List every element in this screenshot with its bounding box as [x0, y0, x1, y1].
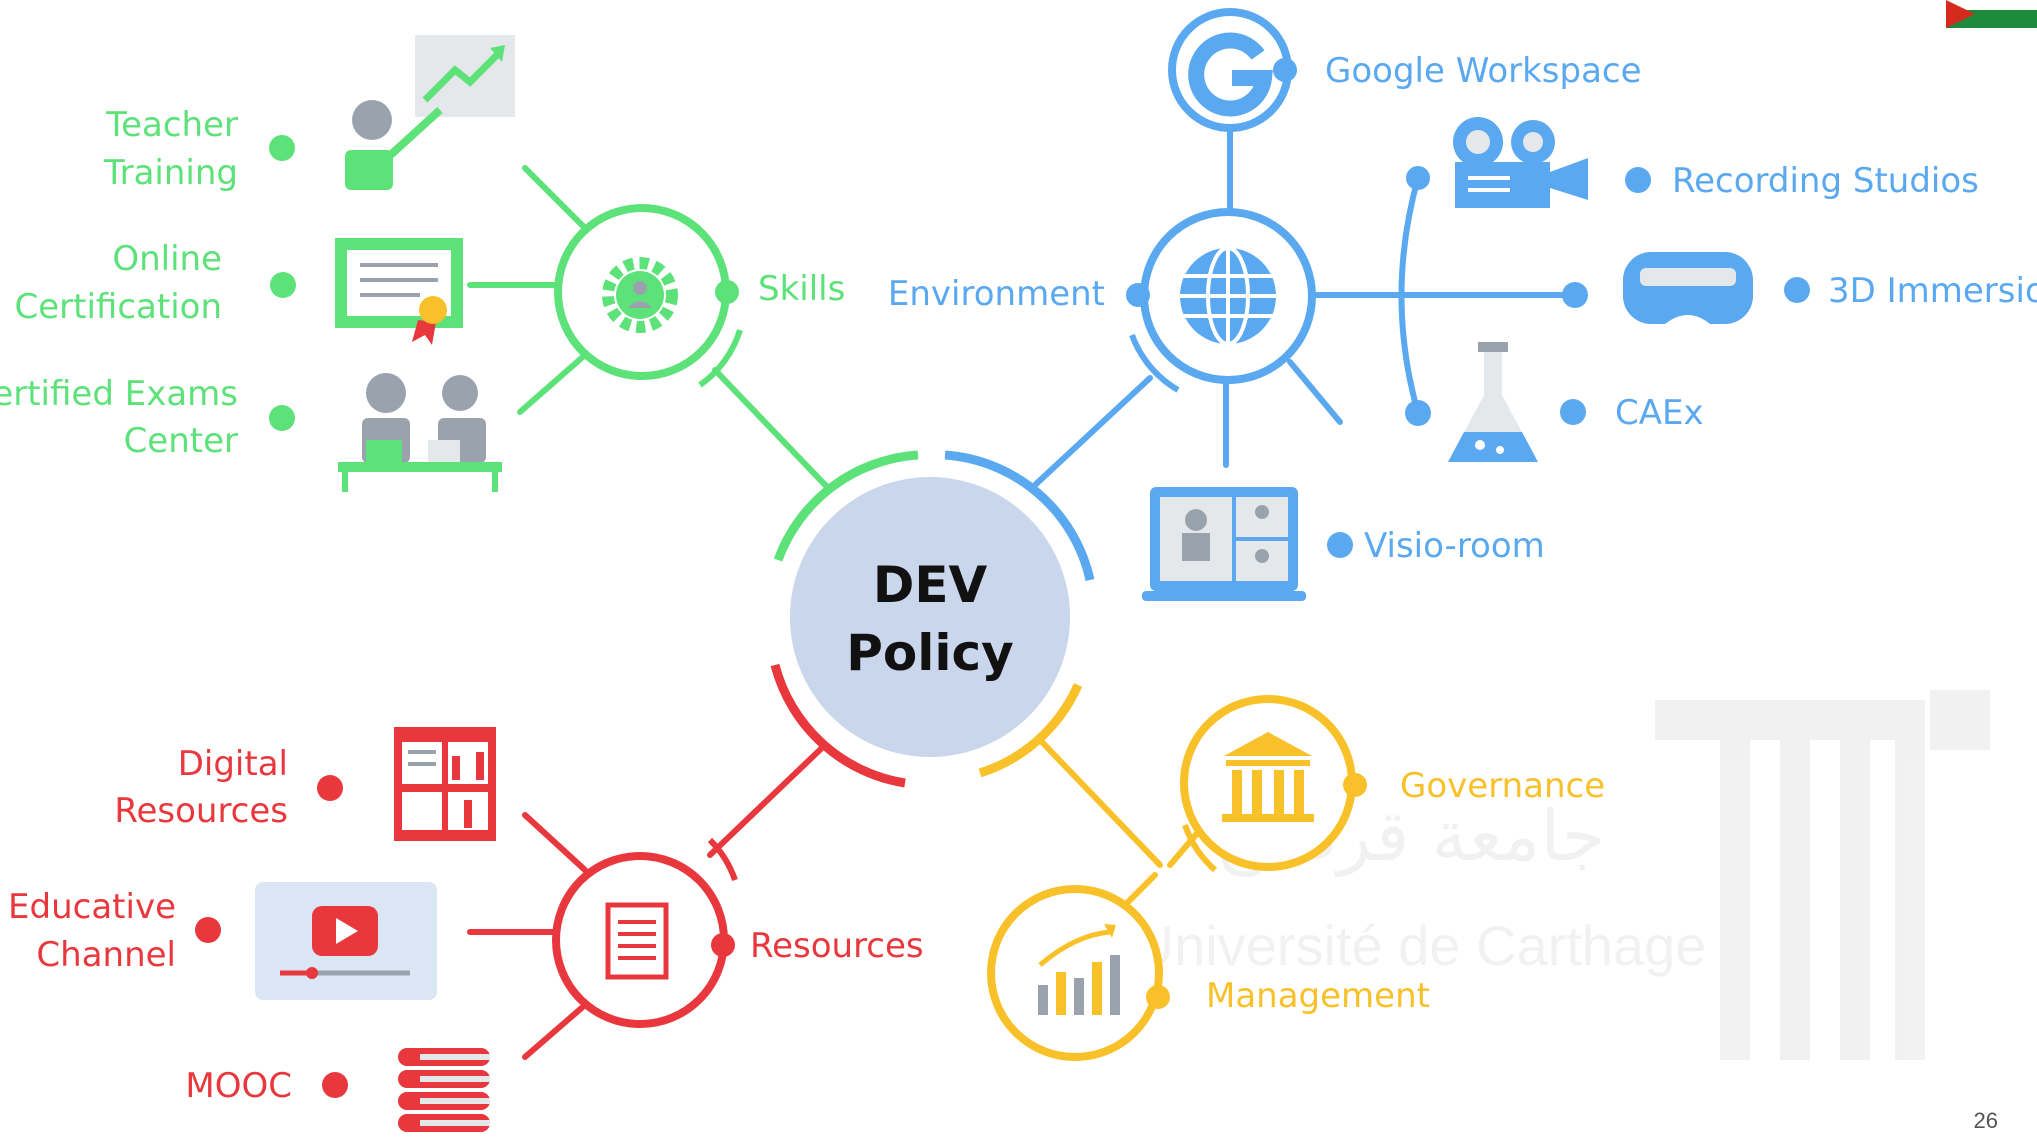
online-certification-item: Online Certification [15, 238, 463, 345]
educative-channel-line2: Channel [36, 935, 176, 975]
globe-icon [1180, 246, 1276, 346]
visio-room-label: Visio-room [1364, 526, 1545, 566]
management-node: Management [987, 885, 1430, 1061]
google-workspace-item: Google Workspace [1168, 8, 1642, 132]
certified-exams-line1: Certified Exams [0, 374, 238, 414]
flask-icon [1448, 342, 1538, 462]
3d-immersion-label: 3D Immersion [1828, 271, 2037, 311]
vr-headset-icon [1623, 252, 1753, 324]
teacher-training-item: Teacher Training [103, 35, 515, 193]
recording-studios-label: Recording Studios [1672, 161, 1979, 201]
digital-resources-line2: Resources [114, 791, 288, 831]
institution-icon [1222, 732, 1314, 822]
management-label: Management [1206, 976, 1430, 1016]
educative-channel-item: Educative Channel [8, 882, 437, 1000]
mooc-item: MOOC [185, 1048, 490, 1132]
page-number: 26 [1974, 1108, 1998, 1133]
teacher-presentation-icon [345, 35, 515, 190]
mooc-label: MOOC [185, 1066, 292, 1106]
digital-resources-line1: Digital [178, 744, 288, 784]
teacher-training-line2: Training [103, 153, 238, 193]
resources-node: Resources [552, 837, 924, 1028]
online-certification-line1: Online [112, 239, 222, 279]
certified-exams-center-item: Certified Exams Center [0, 373, 502, 492]
environment-node: Environment [888, 208, 1316, 393]
3d-immersion-item: 3D Immersion [1562, 252, 2037, 324]
books-stack-icon [398, 1048, 490, 1132]
online-certification-line2: Certification [15, 287, 223, 327]
digital-resources-item: Digital Resources [114, 727, 496, 841]
document-icon [605, 902, 669, 980]
university-watermark [1655, 690, 1990, 1060]
recording-studios-item: Recording Studios [1406, 117, 1979, 208]
caex-label: CAEx [1615, 393, 1704, 433]
governance-node: Governance [1180, 695, 1605, 873]
environment-label: Environment [888, 274, 1105, 314]
bookshelf-icon [394, 727, 496, 841]
visio-room-item: Visio-room [1142, 487, 1545, 601]
center-title-line1: DEV [873, 556, 988, 614]
governance-label: Governance [1400, 766, 1605, 806]
teacher-training-line1: Teacher [105, 105, 238, 145]
google-workspace-label: Google Workspace [1325, 51, 1642, 91]
video-conference-icon [1142, 487, 1306, 601]
center-hub: DEV Policy [770, 450, 1095, 788]
flag-icon [1946, 0, 2037, 28]
video-player-icon [255, 882, 437, 1000]
video-camera-icon [1453, 117, 1588, 208]
google-icon [1188, 32, 1273, 117]
gear-icon [602, 257, 678, 333]
certified-exams-line2: Center [124, 421, 238, 461]
growth-chart-icon [1038, 924, 1120, 1015]
caex-item: CAEx [1405, 342, 1704, 462]
resources-label: Resources [750, 926, 924, 966]
skills-label: Skills [758, 269, 845, 309]
center-title-line2: Policy [846, 624, 1014, 682]
watermark-latin: Université de Carthage [1134, 914, 1707, 977]
educative-channel-line1: Educative [8, 887, 176, 927]
exam-desk-icon [338, 373, 502, 492]
skills-node: Skills [554, 204, 845, 388]
certificate-icon [335, 238, 463, 345]
